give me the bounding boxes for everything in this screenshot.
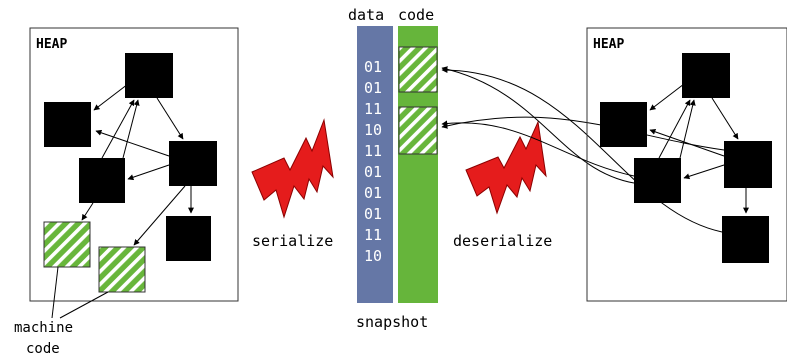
heap-object-icon: [600, 102, 647, 147]
left-heap-pointers: [81, 83, 194, 246]
code-region-machine-code-icon: [398, 106, 438, 155]
machine-code-icon: [98, 246, 146, 293]
heap-object-icon: [724, 141, 772, 188]
data-bits: 01 01 11 10 11 01 01 01 11 10: [364, 58, 382, 265]
heap-object-icon: [682, 53, 730, 98]
data-bit: 01: [364, 58, 382, 76]
right-heap: HEAP: [586, 27, 787, 302]
deserialize-arrow: deserialize: [453, 120, 552, 250]
machine-code-icon: [43, 221, 91, 268]
annotation-leader-line: [51, 266, 59, 319]
heap-object-icon: [634, 158, 681, 203]
data-bit: 01: [364, 205, 382, 223]
annotation-label-line1: machine: [14, 320, 73, 336]
code-column-header: code: [398, 6, 434, 24]
snapshot-caption: snapshot: [356, 313, 428, 331]
data-bit: 10: [364, 247, 382, 265]
deserialize-label: deserialize: [453, 232, 552, 250]
heap-object-icon: [44, 102, 91, 147]
serialize-label: serialize: [252, 232, 333, 250]
left-heap-label: HEAP: [36, 37, 67, 52]
data-bit: 10: [364, 121, 382, 139]
right-heap-pointers: [649, 83, 749, 214]
deserialize-pointers: [441, 66, 725, 233]
lightning-icon: [465, 120, 547, 215]
data-column-header: data: [348, 6, 384, 24]
heap-object-icon: [166, 216, 211, 261]
data-bit: 11: [364, 100, 382, 118]
heap-object-icon: [79, 158, 125, 203]
data-bit: 01: [364, 163, 382, 181]
data-bit: 11: [364, 226, 382, 244]
right-heap-border: [586, 27, 787, 302]
data-bit: 01: [364, 184, 382, 202]
lightning-icon: [251, 118, 334, 219]
data-bit: 01: [364, 79, 382, 97]
heap-object-icon: [125, 53, 173, 98]
annotation-label-line2: code: [26, 341, 60, 357]
code-region-machine-code-icon: [398, 46, 438, 93]
right-heap-label: HEAP: [593, 37, 624, 52]
snapshot: data code 01 01 11 10 11 01 01 01 11 10 …: [348, 6, 438, 331]
machine-code-annotation: machine code: [14, 266, 109, 357]
serialize-arrow: serialize: [251, 118, 334, 250]
heap-object-icon: [722, 216, 769, 263]
left-heap: HEAP: [29, 27, 239, 302]
data-bit: 11: [364, 142, 382, 160]
heap-object-icon: [169, 141, 217, 186]
annotation-leader-line: [59, 291, 109, 319]
data-segment: [357, 26, 393, 303]
